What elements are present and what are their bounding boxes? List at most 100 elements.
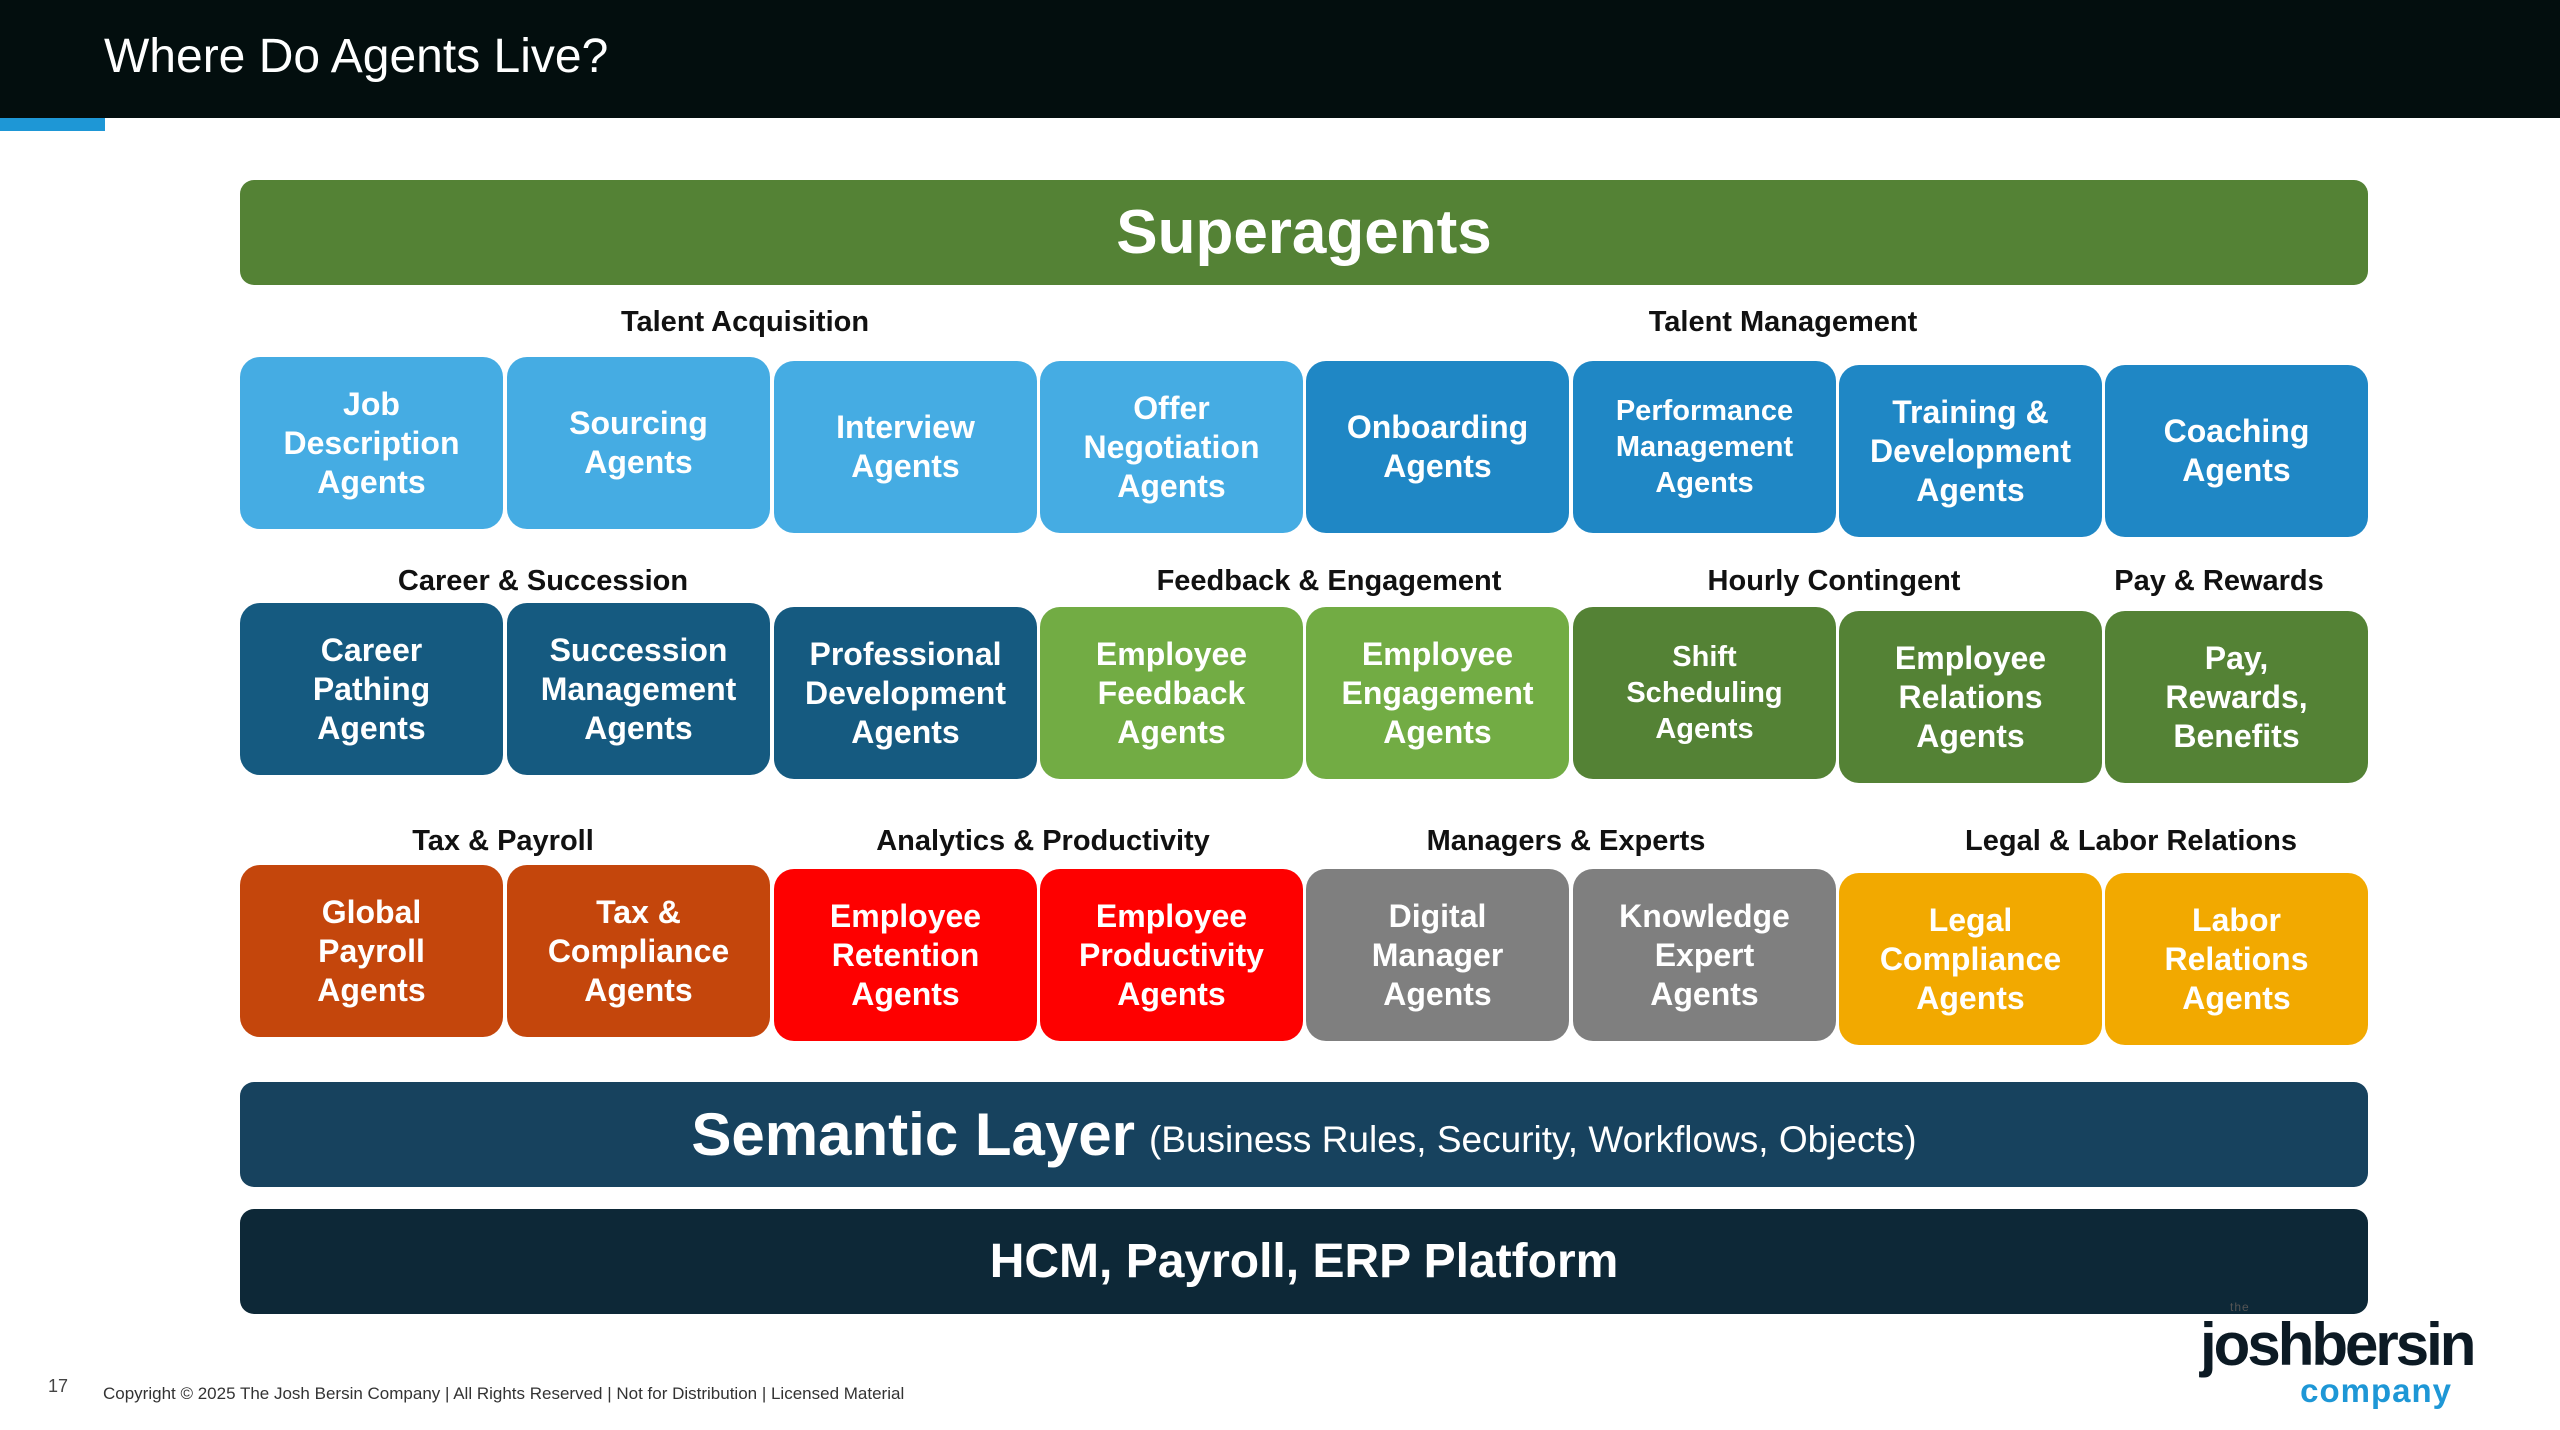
semantic-layer-title: Semantic Layer — [691, 1101, 1135, 1168]
tile-label-line: Benefits — [2173, 717, 2300, 754]
tile-label-line: Compliance — [1879, 940, 2062, 977]
tile-label-line: Agents — [851, 448, 960, 484]
tile-label-line: Agents — [1916, 471, 2025, 508]
tile-label-line: Agents — [851, 713, 960, 750]
tile-label-line: Legal — [1928, 901, 2013, 938]
tile-label-line: Performance — [1615, 395, 1794, 427]
page-number: 17 — [48, 1376, 69, 1396]
tile-label-line: Pathing — [312, 670, 431, 707]
tile-label-line: Career — [320, 631, 423, 668]
tile-label-line: Negotiation — [1083, 428, 1260, 465]
tile-label-line: Agents — [317, 971, 426, 1008]
logo-the: the — [2230, 1300, 2250, 1314]
tile-label-line: Shift — [1672, 641, 1737, 673]
tile-label-line: Rewards, — [2165, 678, 2308, 715]
tile-label-line: Description — [283, 424, 460, 461]
tile-label-line: Payroll — [318, 932, 425, 969]
tile-label-line: Agents — [584, 971, 693, 1008]
tile-label-line: Agents — [317, 463, 426, 500]
tile-label-line: Coaching — [2163, 413, 2310, 449]
group-label-talent-acquisition: Talent Acquisition — [620, 306, 870, 338]
group-label-managers-experts: Managers & Experts — [1426, 825, 1706, 857]
tile-label-line: Offer — [1133, 389, 1210, 426]
joshbersin-logo: the joshbersin company — [2200, 1300, 2476, 1410]
tile-label-line: Expert — [1654, 936, 1755, 973]
group-label-tax-payroll: Tax & Payroll — [412, 825, 594, 857]
tile-label-line: Employee — [1095, 635, 1248, 672]
superagents-bar[interactable]: Superagents — [240, 180, 2368, 285]
tile-label-line: Agents — [584, 709, 693, 746]
tile-label-line: Onboarding — [1346, 409, 1529, 445]
tile-label-line: Knowledge — [1619, 897, 1790, 934]
tile-label-line: Agents — [1117, 713, 1226, 750]
platform-bar[interactable]: HCM, Payroll, ERP Platform — [240, 1209, 2368, 1314]
tile-label-line: Agents — [1650, 975, 1759, 1012]
tile-label-line: Compliance — [547, 932, 730, 969]
semantic-layer-bar[interactable]: Semantic Layer (Business Rules, Security… — [240, 1082, 2368, 1187]
tile-label-line: Training & — [1892, 393, 2049, 430]
group-label-career-succession: Career & Succession — [397, 565, 689, 597]
page-title: Where Do Agents Live? — [104, 30, 609, 83]
tile-label: Pay,Rewards,Benefits — [2165, 639, 2307, 756]
tile-label-line: Management — [1615, 431, 1794, 463]
tile-label-line: Agents — [584, 444, 693, 480]
superagents-label: Superagents — [1116, 198, 1492, 267]
tile-label-line: Tax & — [596, 893, 681, 930]
tile-label-line: Labor — [2192, 901, 2281, 938]
tile-label-line: Relations — [2164, 940, 2309, 977]
copyright-notice: Copyright © 2025 The Josh Bersin Company… — [103, 1384, 905, 1403]
tile-pay-rewards-benefits[interactable]: Pay,Rewards,Benefits — [2105, 611, 2368, 783]
tile-label-line: Employee — [1894, 639, 2047, 676]
tile-label-line: Sourcing — [569, 405, 708, 441]
tile-label-line: Agents — [1655, 713, 1754, 745]
tile-label-line: Manager — [1371, 936, 1504, 973]
group-label-talent-management: Talent Management — [1648, 306, 1918, 338]
logo-company: company — [2300, 1372, 2452, 1409]
tile-label-line: Agents — [1117, 467, 1226, 504]
tile-label-line: Employee — [1361, 635, 1514, 672]
tile-label-line: Agents — [2182, 979, 2291, 1016]
tile-label-line: Scheduling — [1626, 677, 1783, 709]
tile-label-line: Pay, — [2204, 639, 2269, 676]
tile-label-line: Productivity — [1079, 936, 1264, 973]
tile-label-line: Professional — [809, 635, 1002, 672]
